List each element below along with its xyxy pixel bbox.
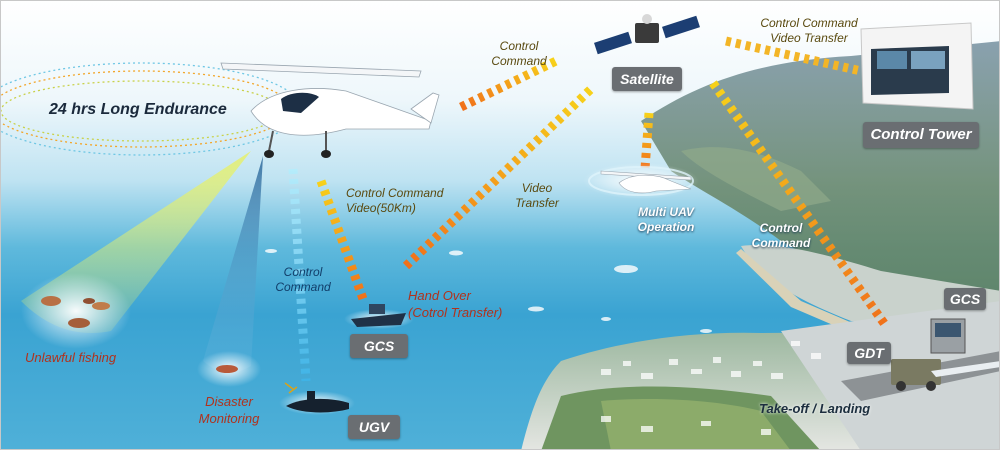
hand-over-label-line1: Hand Over	[408, 288, 471, 303]
uav-ugv-link-label: Control Command	[271, 265, 335, 295]
boats	[265, 249, 712, 333]
uav-ugv-link-label-line2: Command	[275, 280, 331, 294]
control-tower-monitor	[860, 22, 974, 110]
gcs-water-badge: GCS	[350, 334, 408, 358]
satellite-tower-link-label-line1: Control Command	[760, 16, 858, 30]
ground-vehicles	[891, 318, 999, 391]
satellite-tower-link-label: Control Command Video Transfer	[754, 16, 864, 46]
uav-satellite-link-label-line1: Control	[499, 39, 539, 53]
link-uav-gcs	[316, 179, 368, 301]
uav-ugv-link-label-line1: Control	[283, 265, 323, 279]
datalinks	[288, 36, 890, 382]
link-gcs-satellite	[402, 85, 595, 270]
satellite-tower-link-label-line2: Video Transfer	[770, 31, 848, 45]
main-uav-aircraft	[220, 62, 440, 158]
satellite	[594, 14, 700, 55]
gcs-land-badge: GCS	[944, 288, 986, 310]
unlawful-fishing-label: Unlawful fishing	[25, 350, 117, 365]
uav-gcs-link-label: Control Command Video(50Km)	[346, 186, 446, 216]
satellite-gdt-link-label: Control Command	[746, 221, 816, 251]
multi-uav-label-line2: Operation	[637, 220, 695, 234]
disaster-area	[197, 351, 261, 387]
link-uav-satellite	[459, 56, 558, 112]
disaster-monitoring-label: Disaster Monitoring	[187, 393, 271, 427]
uav-satellite-link-label: Control Command	[484, 39, 554, 69]
video-transfer-label-line2: Transfer	[515, 196, 559, 210]
hand-over-label-line2: (Cotrol Transfer)	[408, 305, 503, 320]
town-buildings	[601, 341, 821, 435]
fishing-area	[21, 273, 131, 349]
ugv-submarine	[279, 382, 355, 415]
hand-over-label: Hand Over (Cotrol Transfer)	[408, 287, 502, 321]
multi-uav-label-line1: Multi UAV	[638, 205, 694, 219]
ugv-badge: UGV	[348, 415, 400, 439]
endurance-label: 24 hrs Long Endurance	[49, 101, 227, 118]
satellite-gdt-link-label-line2: Command	[751, 236, 811, 250]
control-tower-badge: Control Tower	[863, 122, 979, 148]
takeoff-landing-label: Take-off / Landing	[759, 401, 871, 416]
satellite-gdt-link-label-line1: Control	[759, 221, 803, 235]
uav-gcs-link-label-line2: Video(50Km)	[346, 201, 416, 215]
link-satellite-tower	[725, 36, 862, 76]
gcs-ship	[344, 304, 414, 329]
video-transfer-label-line1: Video	[521, 181, 553, 195]
disaster-monitoring-label-line2: Monitoring	[198, 411, 260, 426]
multi-uav-aircraft	[583, 163, 699, 199]
uav-gcs-link-label-line1: Control Command	[346, 186, 444, 200]
gdt-badge: GDT	[847, 342, 891, 364]
satellite-badge: Satellite	[612, 67, 682, 91]
disaster-monitoring-label-line1: Disaster	[205, 394, 253, 409]
multi-uav-label: Multi UAV Operation	[629, 205, 703, 235]
uav-satellite-link-label-line2: Command	[491, 54, 547, 68]
video-transfer-label: Video Transfer	[506, 181, 568, 211]
sensor-beam-disaster	[203, 156, 263, 373]
